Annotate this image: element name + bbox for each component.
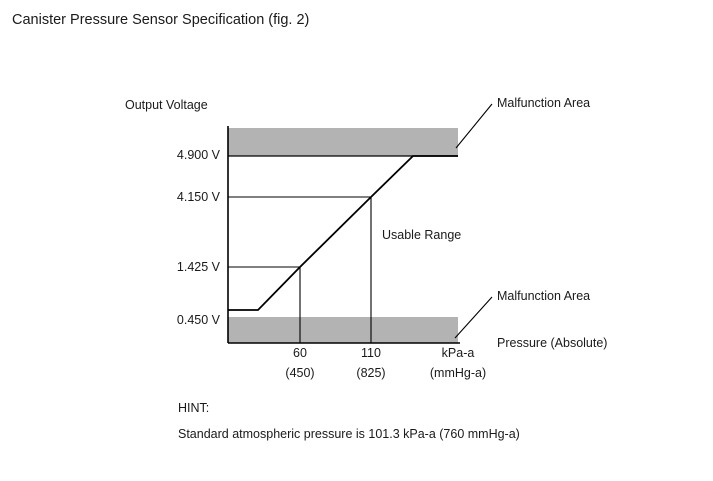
annotation-malfunction-bottom: Malfunction Area (497, 289, 591, 303)
hint-text: Standard atmospheric pressure is 101.3 k… (178, 427, 520, 441)
annotation-usable-range: Usable Range (382, 228, 462, 242)
malfunction-band-top (228, 128, 458, 156)
x-tick-450-mmhg: (450) (285, 366, 315, 380)
y-tick-0450: 0.450 V (176, 313, 220, 327)
x-axis-label: Pressure (Absolute) (497, 336, 608, 350)
page-title: Canister Pressure Sensor Specification (… (12, 12, 310, 28)
y-axis-label: Output Voltage (125, 98, 208, 112)
annotation-malfunction-top: Malfunction Area (497, 96, 591, 110)
y-tick-1425: 1.425 V (176, 260, 220, 274)
malfunction-band-bottom (228, 317, 458, 343)
y-tick-4900: 4.900 V (176, 148, 220, 162)
y-tick-4150: 4.150 V (176, 190, 220, 204)
x-unit-kpa-a: kPa-a (441, 346, 475, 360)
leader-line-malfunction-top (455, 103, 493, 149)
x-unit-mmhg-a: (mmHg-a) (429, 366, 487, 380)
hint-label: HINT: (178, 401, 210, 415)
x-tick-825-mmhg: (825) (356, 366, 386, 380)
sensor-output-curve (228, 155, 458, 311)
leader-line-malfunction-bottom (454, 296, 493, 339)
x-tick-110-kpa: 110 (361, 346, 381, 360)
x-tick-60-kpa: 60 (293, 346, 307, 360)
